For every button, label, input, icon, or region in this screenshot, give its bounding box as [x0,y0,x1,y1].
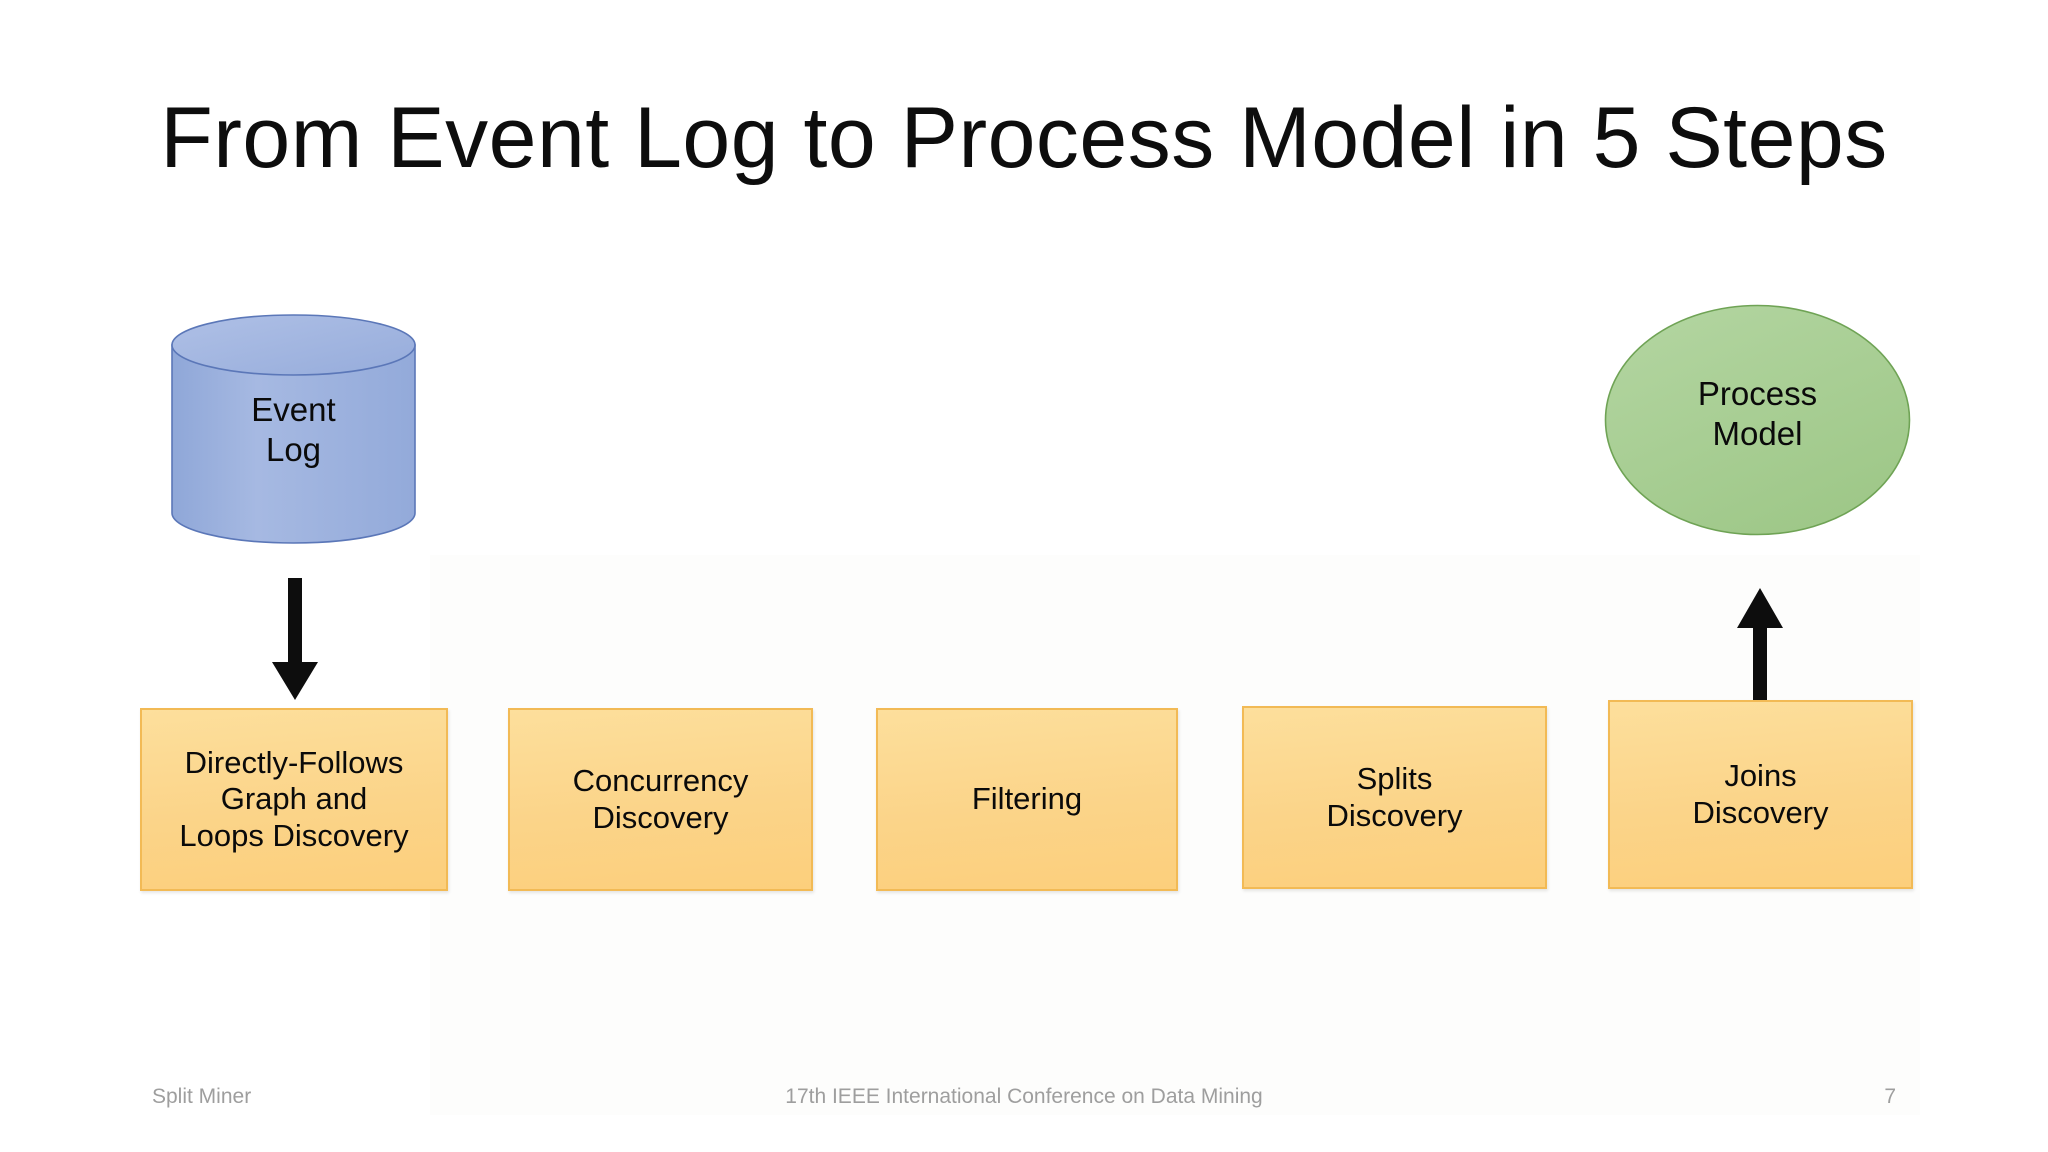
step-1-line-3: Loops Discovery [179,817,409,853]
step-5-line-1: Joins [1724,758,1797,794]
step-box-5[interactable]: Joins Discovery [1608,700,1913,889]
event-log-line-2: Log [265,431,322,469]
process-model-line-1: Process [1697,375,1818,412]
event-log-label: Event Log [170,390,417,471]
step-box-2[interactable]: Concurrency Discovery [508,708,813,891]
cylinder-shape [171,314,416,544]
step-box-3[interactable]: Filtering [876,708,1178,891]
slide-footer: Split Miner 17th IEEE International Conf… [0,1085,2048,1125]
step-2-line-2: Discovery [592,799,729,835]
step-5-line-2: Discovery [1692,794,1829,830]
step-4-line-1: Splits [1356,761,1433,797]
process-model-ellipse[interactable]: Process Model [1604,304,1911,536]
step-box-4[interactable]: Splits Discovery [1242,706,1547,889]
footer-deck-name: Split Miner [152,1085,252,1108]
step-5-label: Joins Discovery [1684,758,1836,831]
page-title: From Event Log to Process Model in 5 Ste… [160,90,1888,186]
process-model-label: Process Model [1604,374,1911,455]
output-arrow-icon [1720,588,1800,715]
step-4-line-2: Discovery [1326,797,1463,833]
step-2-label: Concurrency Discovery [565,763,757,836]
footer-conference: 17th IEEE International Conference on Da… [785,1085,1263,1108]
event-log-cylinder[interactable]: Event Log [170,313,417,545]
step-3-line-1: Filtering [971,781,1083,817]
step-box-1[interactable]: Directly-Follows Graph and Loops Discove… [140,708,448,891]
input-arrow-icon [255,578,335,708]
step-1-line-2: Graph and [220,781,368,817]
event-log-line-1: Event [251,391,336,428]
step-1-line-1: Directly-Follows [184,745,404,781]
step-1-label: Directly-Follows Graph and Loops Discove… [171,745,416,854]
step-2-line-1: Concurrency [572,763,749,799]
process-model-line-2: Model [1712,415,1803,453]
step-4-label: Splits Discovery [1318,761,1470,834]
ellipse-shape [1604,304,1911,536]
slide-number: 7 [1884,1085,1896,1108]
step-3-label: Filtering [964,781,1090,817]
